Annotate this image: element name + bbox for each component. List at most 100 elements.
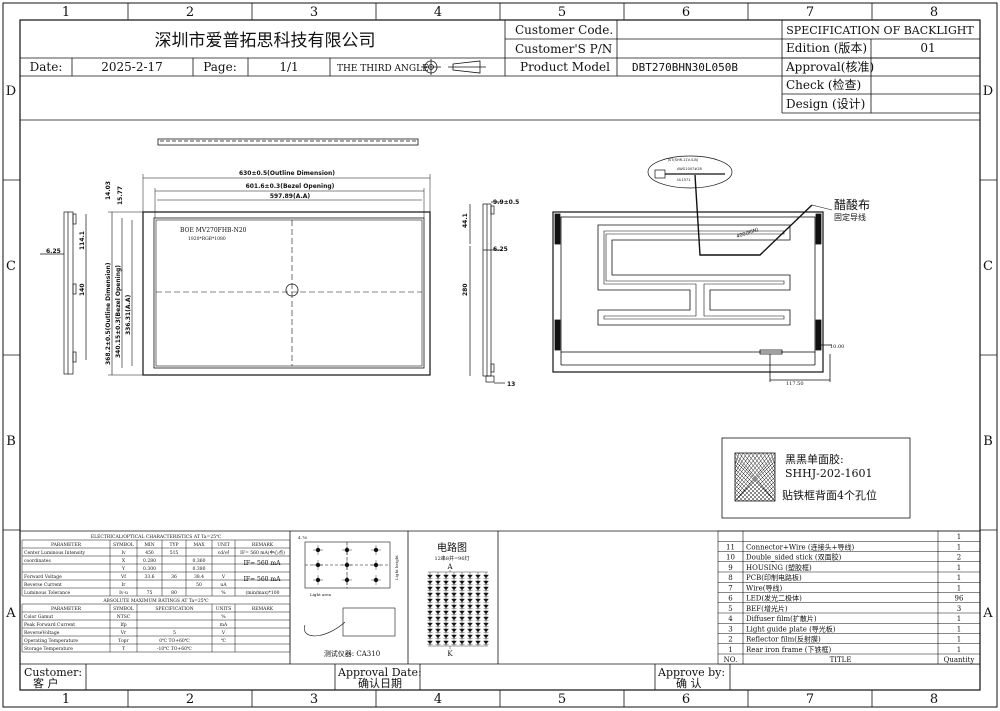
led-diode-icon <box>467 586 473 591</box>
bom-title-9: Light guide plate (导光板) <box>746 624 836 633</box>
bom-title-3: HOUSING (塑胶框) <box>746 563 812 572</box>
elec-cell-0-0: Center Luminous Intensity <box>24 550 85 556</box>
elec-header-3: TYP <box>170 542 179 548</box>
product-model-label: Product Model <box>520 60 610 74</box>
led-diode-icon <box>475 640 481 645</box>
led-diode-icon <box>435 574 441 579</box>
led-diode-icon <box>467 574 473 579</box>
zone-row-a-left: A <box>5 606 16 621</box>
led-diode-icon <box>475 604 481 609</box>
bom-qty-7: 3 <box>957 605 961 613</box>
bom-title-11: Rear iron frame (下铁框) <box>746 645 832 654</box>
spec-title: SPECIFICATION OF BACKLIGHT <box>786 24 974 37</box>
cathode-label: K <box>447 650 453 658</box>
footer-approve-by-cn: 确 认 <box>676 677 702 690</box>
led-diode-icon <box>451 586 457 591</box>
zone-row-b-right: B <box>983 434 993 449</box>
abs-cell-1-1: Ifp <box>120 622 126 628</box>
elec-header-1: SYMBOL <box>113 542 134 548</box>
check-label: Check (检查) <box>786 77 861 92</box>
outline-dimension-label: 630±0.5(Outline Dimension) <box>239 170 335 177</box>
bom-no-8: 4 <box>728 615 733 623</box>
led-diode-icon <box>475 574 481 579</box>
elec-cell-5-6: (min/max)*100 <box>246 589 280 596</box>
led-diode-icon <box>443 610 449 615</box>
elec-header-5: UNIT <box>217 542 230 548</box>
led-diode-icon <box>443 640 449 645</box>
led-diode-icon <box>443 598 449 603</box>
led-diode-icon <box>459 634 465 639</box>
elec-header-0: PARAMETER <box>51 542 82 548</box>
led-diode-icon <box>483 628 489 633</box>
side-dim-44-1: 44.1 <box>462 213 469 228</box>
bom-header-title: TITLE <box>830 656 852 664</box>
led-diode-icon <box>435 610 441 615</box>
bom-qty-10: 1 <box>957 636 961 644</box>
zone-row-a-right: A <box>982 606 993 621</box>
bom-qty-9: 1 <box>957 625 961 633</box>
zone-col-5-top: 5 <box>558 5 566 20</box>
dim-10-00: 10.00 <box>830 344 844 350</box>
bom-title-1: Connector+Wire (连接头+导线) <box>746 542 855 551</box>
zone-row-c-right: C <box>983 259 993 274</box>
led-diode-icon <box>467 622 473 627</box>
elec-cell-5-2: 75 <box>147 590 153 596</box>
panel-resolution-label: 1920*RGB*1080 <box>188 236 226 242</box>
led-diode-icon <box>427 640 433 645</box>
elec-cell-5-0: Luminous Tolerance <box>24 590 71 596</box>
electrical-table: ELECTRICAL/OPTICAL CHARACTERISTICS AT Ta… <box>24 534 285 652</box>
led-diode-icon <box>435 592 441 597</box>
zone-col-3-bottom: 3 <box>310 692 318 707</box>
elec-cell-0-5: cd/㎡ <box>218 549 230 556</box>
bom-no-4: 8 <box>728 574 732 582</box>
led-diode-icon <box>483 592 489 597</box>
date-label: Date: <box>30 60 63 74</box>
measurement-diagram <box>304 541 396 637</box>
abs-cell-0-3: % <box>221 614 226 620</box>
zone-col-7-bottom: 7 <box>806 692 814 707</box>
elec-cell-2-2: 0.300 <box>143 566 156 572</box>
third-angle-label: THE THIRD ANGLE <box>337 64 429 74</box>
connector-detail <box>647 155 733 189</box>
led-diode-icon <box>467 598 473 603</box>
electrical-table-title: ELECTRICAL/OPTICAL CHARACTERISTICS AT Ta… <box>91 534 221 540</box>
led-diode-icon <box>475 580 481 585</box>
led-diode-icon <box>459 598 465 603</box>
led-diode-icon <box>427 592 433 597</box>
led-diode-icon <box>435 604 441 609</box>
abs-cell-2-0: ReverseVoltage <box>24 630 60 636</box>
led-diode-icon <box>467 634 473 639</box>
footer-customer-en: Customer: <box>24 666 82 679</box>
wire-length-label: 400(MIN) <box>736 227 760 240</box>
led-diode-icon <box>443 574 449 579</box>
company-name: 深圳市爱普拓思科技有限公司 <box>155 31 376 51</box>
active-area-label: 597.89(A.A) <box>270 193 311 200</box>
led-diode-icon <box>435 616 441 621</box>
led-diode-icon <box>483 580 489 585</box>
led-diode-icon <box>483 604 489 609</box>
bom-qty-1: 1 <box>957 543 961 551</box>
led-diode-icon <box>475 616 481 621</box>
led-diode-icon <box>459 580 465 585</box>
elec-cell-1-0: coordinates <box>24 558 51 564</box>
elec-cell-3-2: 33.6 <box>144 574 154 580</box>
elec-cell-0-2: 450 <box>145 550 154 556</box>
connector-spec-2: AWG1007#28 <box>677 167 702 171</box>
led-diode-icon <box>435 634 441 639</box>
elec-cell-1-4: 0.360 <box>193 558 206 564</box>
led-diode-icon <box>451 622 457 627</box>
elec-header-2: MIN <box>144 542 154 548</box>
zone-col-3-top: 3 <box>310 5 318 20</box>
led-diode-icon <box>483 634 489 639</box>
approval-label: Approval(核准) <box>785 60 874 74</box>
abs-cell-1-3: mA <box>220 622 228 628</box>
offset-15-77: 15.77 <box>117 186 124 205</box>
elec-cell-3-3: 36 <box>171 574 177 580</box>
abs-cell-4-1: T <box>122 646 125 652</box>
connector-spec-3: UL1571 <box>677 178 690 182</box>
led-diode-icon <box>483 616 489 621</box>
led-diode-icon <box>475 586 481 591</box>
led-diode-icon <box>467 604 473 609</box>
led-diode-icon <box>427 610 433 615</box>
elec-cell-3-4: 38.4 <box>194 574 204 580</box>
